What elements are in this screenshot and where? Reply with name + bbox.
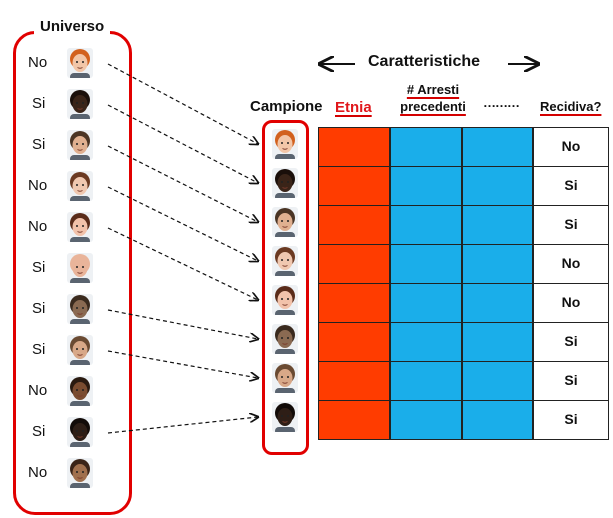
outcome-value: No: [561, 255, 581, 271]
arrests-cell: [390, 283, 462, 323]
outcome-cell: [533, 127, 609, 167]
outcome-value: Si: [564, 216, 578, 232]
arrests-cell: [390, 361, 462, 401]
column-ellipsis: ………: [483, 95, 520, 110]
column-recidivism: Recidiva?: [540, 99, 602, 114]
column-ethnicity: Etnia: [335, 99, 372, 116]
outcome-cell: [533, 361, 609, 401]
feature-cell: [462, 127, 533, 167]
column-arrests: # Arresti precedenti: [400, 82, 466, 114]
sample-photo: [272, 246, 298, 276]
universe-label: No: [28, 177, 48, 194]
feature-cell: [462, 244, 533, 284]
outcome-value: No: [561, 138, 581, 154]
outcome-cell: [533, 205, 609, 245]
person-photo: [67, 253, 93, 283]
arrests-cell: [390, 244, 462, 284]
person-photo: [67, 335, 93, 365]
arrests-cell: [390, 127, 462, 167]
person-photo: [67, 294, 93, 324]
universe-label: Si: [32, 341, 46, 358]
sample-photo: [272, 285, 298, 315]
sample-photo: [272, 324, 298, 354]
outcome-cell: [533, 400, 609, 440]
feature-cell: [462, 322, 533, 362]
sampling-arrow: [107, 63, 258, 144]
outcome-value: Si: [564, 177, 578, 193]
sample-photo: [272, 402, 298, 432]
sample-photo: [272, 363, 298, 393]
sample-photo: [272, 168, 298, 198]
ethnicity-cell: [318, 283, 390, 323]
feature-cell: [462, 166, 533, 206]
arrests-cell: [390, 205, 462, 245]
ethnicity-cell: [318, 400, 390, 440]
arrests-cell: [390, 322, 462, 362]
person-photo: [67, 376, 93, 406]
feature-cell: [462, 400, 533, 440]
feature-cell: [462, 283, 533, 323]
sampling-arrow: [107, 227, 258, 300]
universe-title: Universo: [34, 18, 111, 35]
sampling-arrow: [107, 104, 258, 183]
outcome-value: Si: [564, 372, 578, 388]
feature-cell: [462, 205, 533, 245]
sampling-arrow: [107, 309, 258, 339]
sampling-arrow: [107, 145, 258, 222]
person-photo: [67, 130, 93, 160]
person-photo: [67, 458, 93, 488]
ethnicity-cell: [318, 322, 390, 362]
universe-label: No: [28, 54, 48, 71]
sampling-arrow: [107, 417, 258, 434]
outcome-value: Si: [564, 411, 578, 427]
ethnicity-cell: [318, 361, 390, 401]
sampling-arrow: [107, 350, 258, 378]
universe-label: No: [28, 464, 48, 481]
outcome-value: No: [561, 294, 581, 310]
person-photo: [67, 171, 93, 201]
ethnicity-cell: [318, 166, 390, 206]
person-photo: [67, 89, 93, 119]
universe-label: Si: [32, 136, 46, 153]
universe-label: Si: [32, 300, 46, 317]
person-photo: [67, 48, 93, 78]
sampling-arrow: [107, 186, 258, 261]
universe-label: Si: [32, 423, 46, 440]
sample-title: Campione: [250, 98, 323, 115]
outcome-cell: [533, 244, 609, 284]
features-title: Caratteristiche: [368, 53, 481, 70]
universe-label: No: [28, 382, 48, 399]
sample-photo: [272, 207, 298, 237]
ethnicity-cell: [318, 244, 390, 284]
ethnicity-cell: [318, 205, 390, 245]
universe-label: Si: [32, 95, 46, 112]
universe-label: No: [28, 218, 48, 235]
ethnicity-cell: [318, 127, 390, 167]
arrests-cell: [390, 400, 462, 440]
arrests-cell: [390, 166, 462, 206]
person-photo: [67, 417, 93, 447]
feature-cell: [462, 361, 533, 401]
universe-label: Si: [32, 259, 46, 276]
outcome-value: Si: [564, 333, 578, 349]
sample-photo: [272, 129, 298, 159]
person-photo: [67, 212, 93, 242]
sample-frame: [262, 120, 309, 455]
